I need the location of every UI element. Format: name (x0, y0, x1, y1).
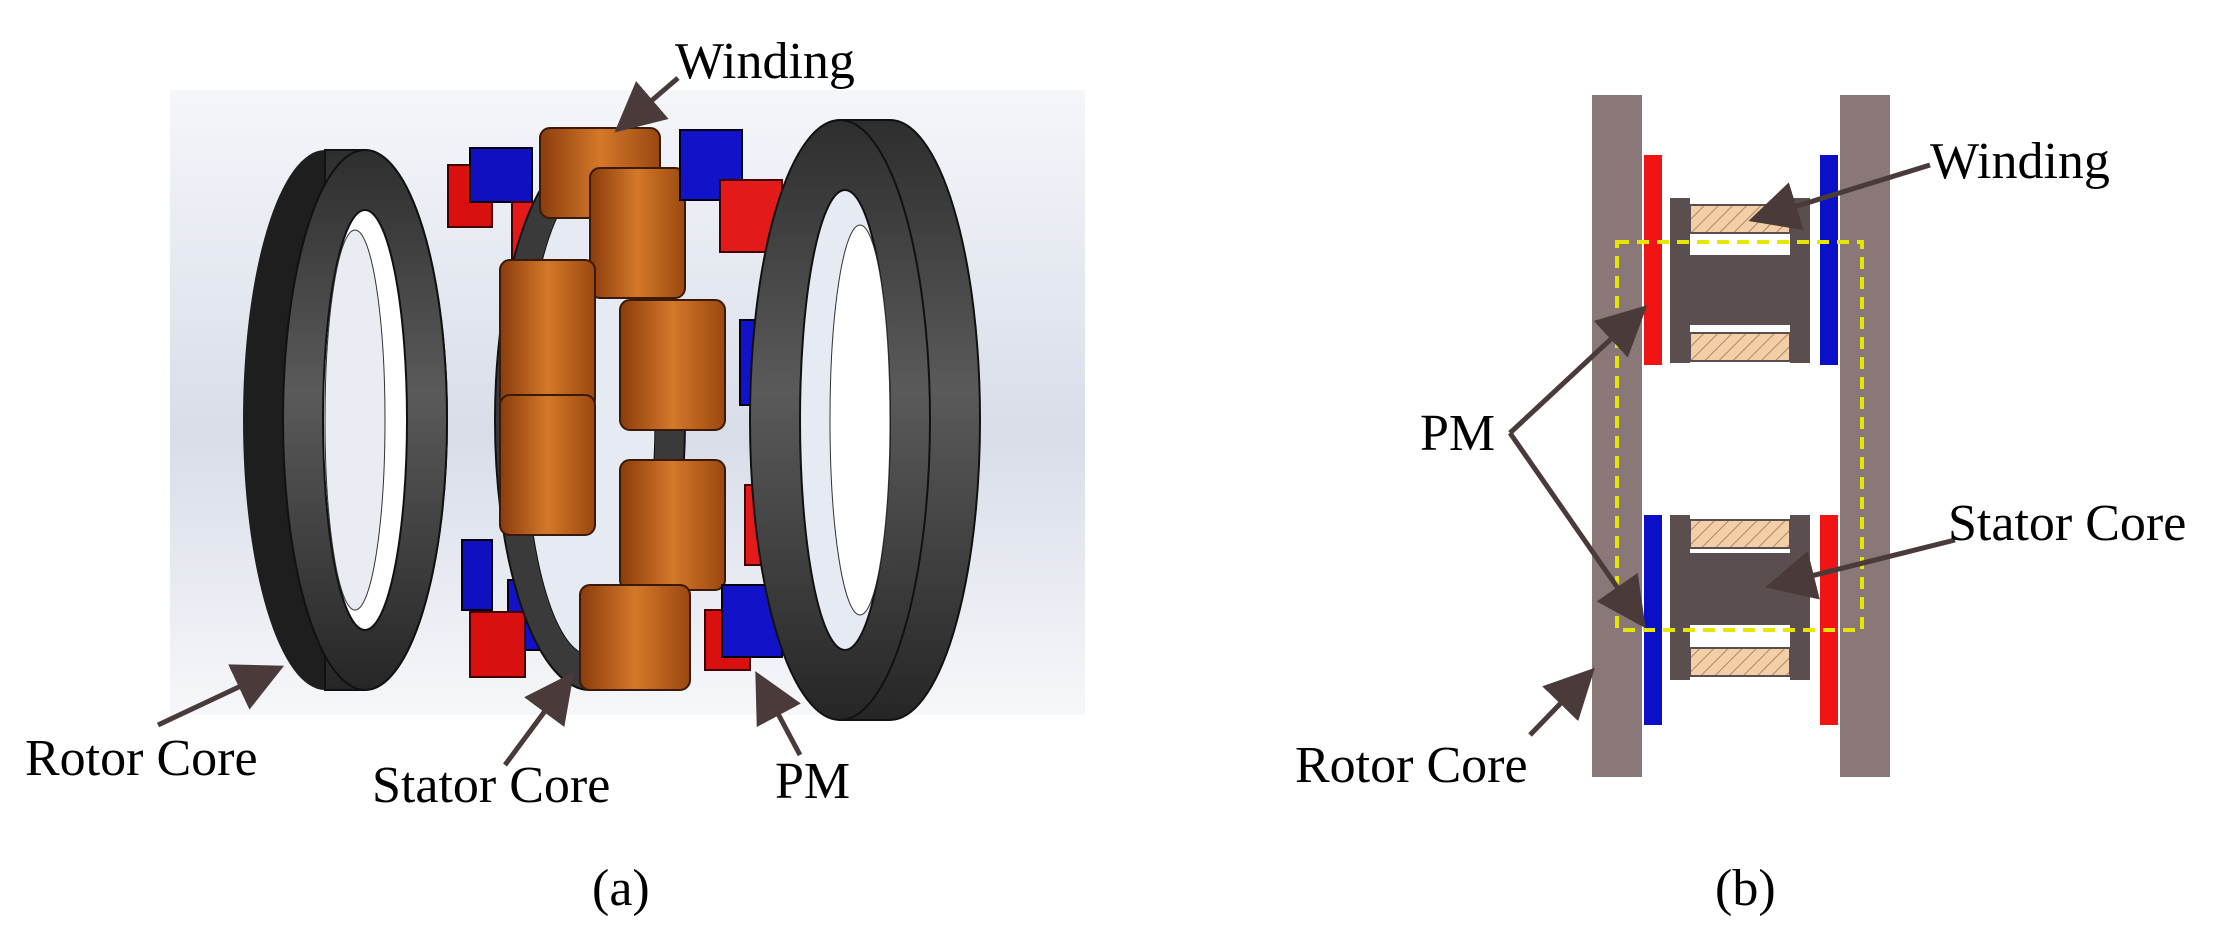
dashed-region (1615, 240, 1864, 632)
winding-coil (619, 459, 726, 591)
winding-slot (1689, 647, 1791, 677)
arrow-pm-b-bottom (1507, 431, 1646, 629)
pm-red-block (469, 611, 526, 678)
pm-blue-left-bottom (1644, 515, 1662, 725)
winding-slot (1689, 332, 1791, 362)
arrow-pm-b-top (1508, 305, 1648, 435)
winding-coil (499, 394, 596, 536)
pm-blue-block (469, 147, 533, 203)
pm-red-right-bottom (1820, 515, 1838, 725)
rotor-ring-left (243, 149, 448, 691)
winding-coils (499, 127, 726, 691)
pm-red-left-top (1644, 155, 1662, 365)
winding-coil (499, 259, 596, 411)
winding-coil (589, 167, 686, 299)
label-stator-core-b: Stator Core (1948, 495, 2186, 552)
winding-coil (619, 299, 726, 431)
label-winding-a: Winding (675, 33, 855, 90)
stator-core-bottom-b (1670, 515, 1810, 680)
label-winding-b: Winding (1930, 133, 2110, 190)
winding-coil (579, 584, 691, 691)
pm-blue-block (461, 539, 493, 611)
label-pm-a: PM (775, 753, 850, 810)
arrow-winding-a (614, 76, 680, 133)
panel-b: Winding PM Stator Core Rotor Core (b) (1295, 95, 2186, 917)
label-rotor-core-a: Rotor Core (25, 730, 258, 787)
caption-a: (a) (592, 860, 650, 917)
arrow-rotor-core-b (1528, 667, 1595, 737)
arrow-winding-b (1748, 162, 1931, 231)
arrow-stator-core-b (1765, 537, 1956, 600)
arrow-pm-a (755, 671, 803, 757)
panel-a: Winding Rotor Core Stator Core PM (a) (25, 33, 1085, 917)
caption-b: (b) (1715, 860, 1776, 917)
winding-slot (1689, 204, 1791, 234)
winding-slot (1689, 519, 1791, 549)
pm-blue-right-top (1820, 155, 1838, 365)
arrow-rotor-core-a (156, 664, 285, 728)
arrow-stator-core-a (502, 671, 574, 767)
label-pm-b: PM (1420, 405, 1495, 462)
rotor-core-right-b (1840, 95, 1890, 777)
rotor-ring-right (749, 119, 981, 721)
stator-core-top-b (1670, 198, 1810, 363)
label-rotor-core-b: Rotor Core (1295, 737, 1528, 794)
label-stator-core-a: Stator Core (372, 757, 610, 814)
